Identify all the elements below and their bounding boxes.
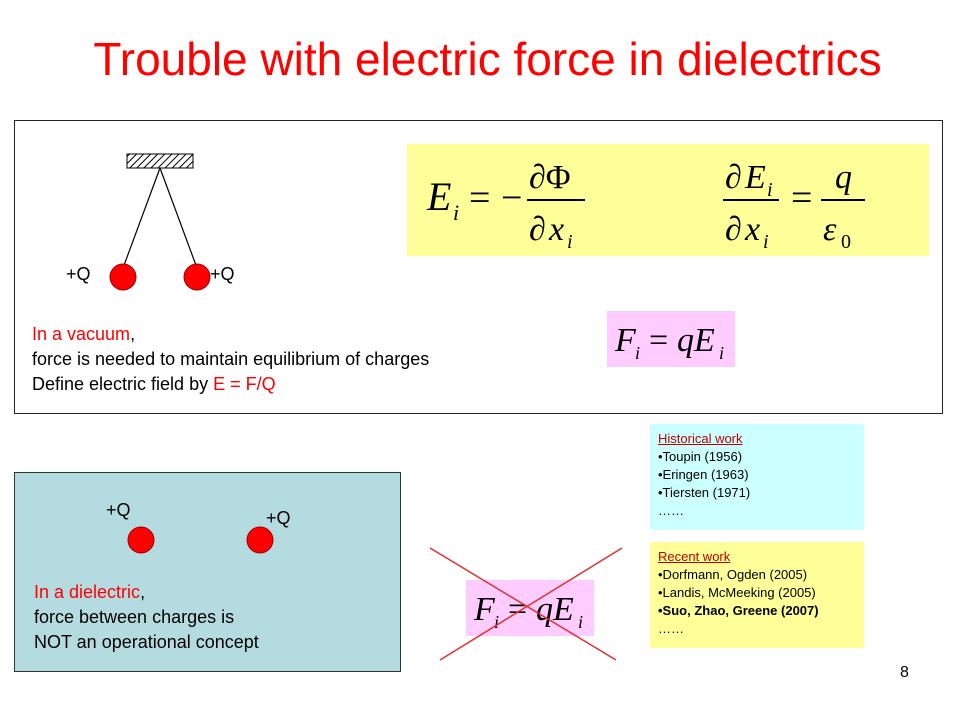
dielectric-line-2: force between charges is (34, 607, 235, 627)
svg-text:qE: qE (536, 591, 574, 628)
historical-work-item: •Tiersten (1971) (658, 485, 751, 500)
recent-work-item: •Landis, McMeeking (2005) (658, 585, 816, 600)
svg-text:E: E (744, 159, 766, 196)
vacuum-line-3: Define electric field by E = F/Q (32, 374, 276, 394)
string-left (122, 167, 161, 269)
dielectric-line-3: NOT an operational concept (34, 632, 259, 652)
svg-text:q: q (835, 159, 852, 196)
svg-text:i: i (763, 231, 769, 253)
dielectric-panel (14, 472, 401, 672)
vacuum-line-2: force is needed to maintain equilibrium … (32, 349, 430, 369)
svg-text:x: x (744, 211, 760, 248)
svg-text:F: F (614, 322, 637, 359)
dielectric-line-1: In a dielectric, (34, 582, 146, 602)
svg-text:i: i (567, 231, 573, 253)
svg-text:=: = (469, 177, 490, 219)
svg-text:0: 0 (841, 231, 851, 253)
svg-text:i: i (494, 612, 499, 632)
string-right (159, 167, 198, 269)
recent-work-header: Recent work (658, 549, 731, 564)
recent-work-item: •Suo, Zhao, Greene (2007) (658, 603, 819, 618)
equation-gauss: ∂ E i ∂ x i = q ε 0 (723, 159, 865, 253)
vacuum-line-1: In a vacuum, (32, 324, 136, 344)
crossed-force-equation-box: F i = qE i (466, 580, 594, 636)
page-number: 8 (900, 664, 909, 681)
force-equation-box: F i = qE i (607, 311, 735, 367)
historical-work-item: •Eringen (1963) (658, 467, 749, 482)
field-equations: E i = − ∂Φ ∂ x i ∂ E i ∂ x i = q ε 0 (426, 159, 865, 253)
recent-work-item: •Dorfmann, Ogden (2005) (658, 567, 808, 582)
svg-text:i: i (578, 612, 583, 632)
svg-text:−: − (501, 177, 522, 219)
ceiling-support (126, 153, 194, 169)
historical-work-item: •Toupin (1956) (658, 449, 743, 464)
charge-label-left: +Q (66, 264, 91, 284)
svg-text:=: = (791, 177, 812, 219)
svg-text:i: i (453, 200, 459, 225)
svg-text:F: F (473, 591, 496, 628)
svg-text:∂: ∂ (725, 211, 742, 248)
recent-work-item: …… (658, 621, 684, 636)
svg-text:∂Φ: ∂Φ (529, 159, 571, 196)
slide-title: Trouble with electric force in dielectri… (93, 33, 882, 85)
svg-text:qE: qE (677, 322, 715, 359)
equation-potential: E i = − ∂Φ ∂ x i (426, 159, 585, 253)
svg-text:∂: ∂ (725, 159, 742, 196)
dielectric-charge-label-left: +Q (106, 500, 131, 520)
historical-work-header: Historical work (658, 431, 743, 446)
svg-text:i: i (767, 179, 773, 201)
svg-text:ε: ε (823, 211, 837, 248)
force-equation: F i = qE i (614, 322, 724, 363)
svg-text:=: = (649, 322, 668, 359)
crossed-force-equation: F i = qE i (473, 591, 583, 632)
svg-text:E: E (426, 174, 451, 219)
svg-text:x: x (548, 211, 564, 248)
field-equations-box: E i = − ∂Φ ∂ x i ∂ E i ∂ x i = q ε 0 (407, 144, 929, 256)
svg-text:=: = (508, 591, 527, 628)
vacuum-text: In a vacuum, force is needed to maintain… (32, 322, 429, 397)
svg-text:i: i (635, 343, 640, 363)
charge-right (183, 263, 211, 291)
historical-work-item: …… (658, 503, 684, 518)
charge-label-right: +Q (210, 264, 235, 284)
dielectric-charge-label-right: +Q (266, 508, 291, 528)
historical-work-box: Historical work •Toupin (1956) •Eringen … (650, 424, 864, 530)
recent-work-box: Recent work •Dorfmann, Ogden (2005) •Lan… (650, 542, 864, 648)
svg-text:i: i (719, 343, 724, 363)
charge-left (109, 263, 137, 291)
dielectric-text: In a dielectric, force between charges i… (34, 580, 259, 655)
svg-text:∂: ∂ (529, 211, 546, 248)
